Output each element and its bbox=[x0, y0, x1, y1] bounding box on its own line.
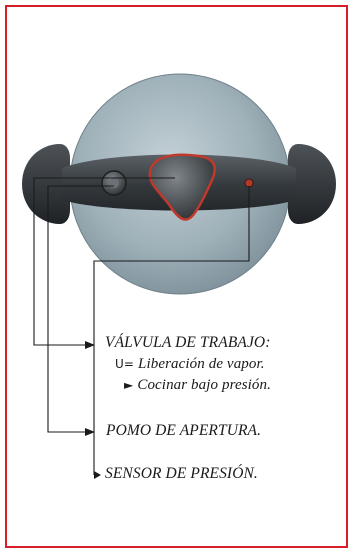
right-handle bbox=[288, 144, 336, 224]
triangle-pointer-icon: ► bbox=[124, 378, 134, 392]
working-valve bbox=[148, 153, 216, 221]
cook-under-pressure-text: Cocinar bajo presión. bbox=[137, 377, 271, 393]
pressure-sensor-label: SENSOR DE PRESIÓN. bbox=[105, 465, 258, 482]
cook-under-pressure-label: ►Cocinar bajo presión. bbox=[124, 377, 271, 394]
opening-knob-label: POMO DE APERTURA. bbox=[106, 422, 262, 439]
working-valve-label: VÁLVULA DE TRABAJO: bbox=[105, 334, 271, 351]
pressure-sensor bbox=[244, 178, 254, 188]
steam-release-label: ᑌ=Liberación de vapor. bbox=[115, 356, 265, 373]
steam-release-text: Liberación de vapor. bbox=[138, 356, 265, 372]
steam-icon: ᑌ= bbox=[115, 357, 135, 371]
diagram-frame bbox=[5, 5, 348, 548]
